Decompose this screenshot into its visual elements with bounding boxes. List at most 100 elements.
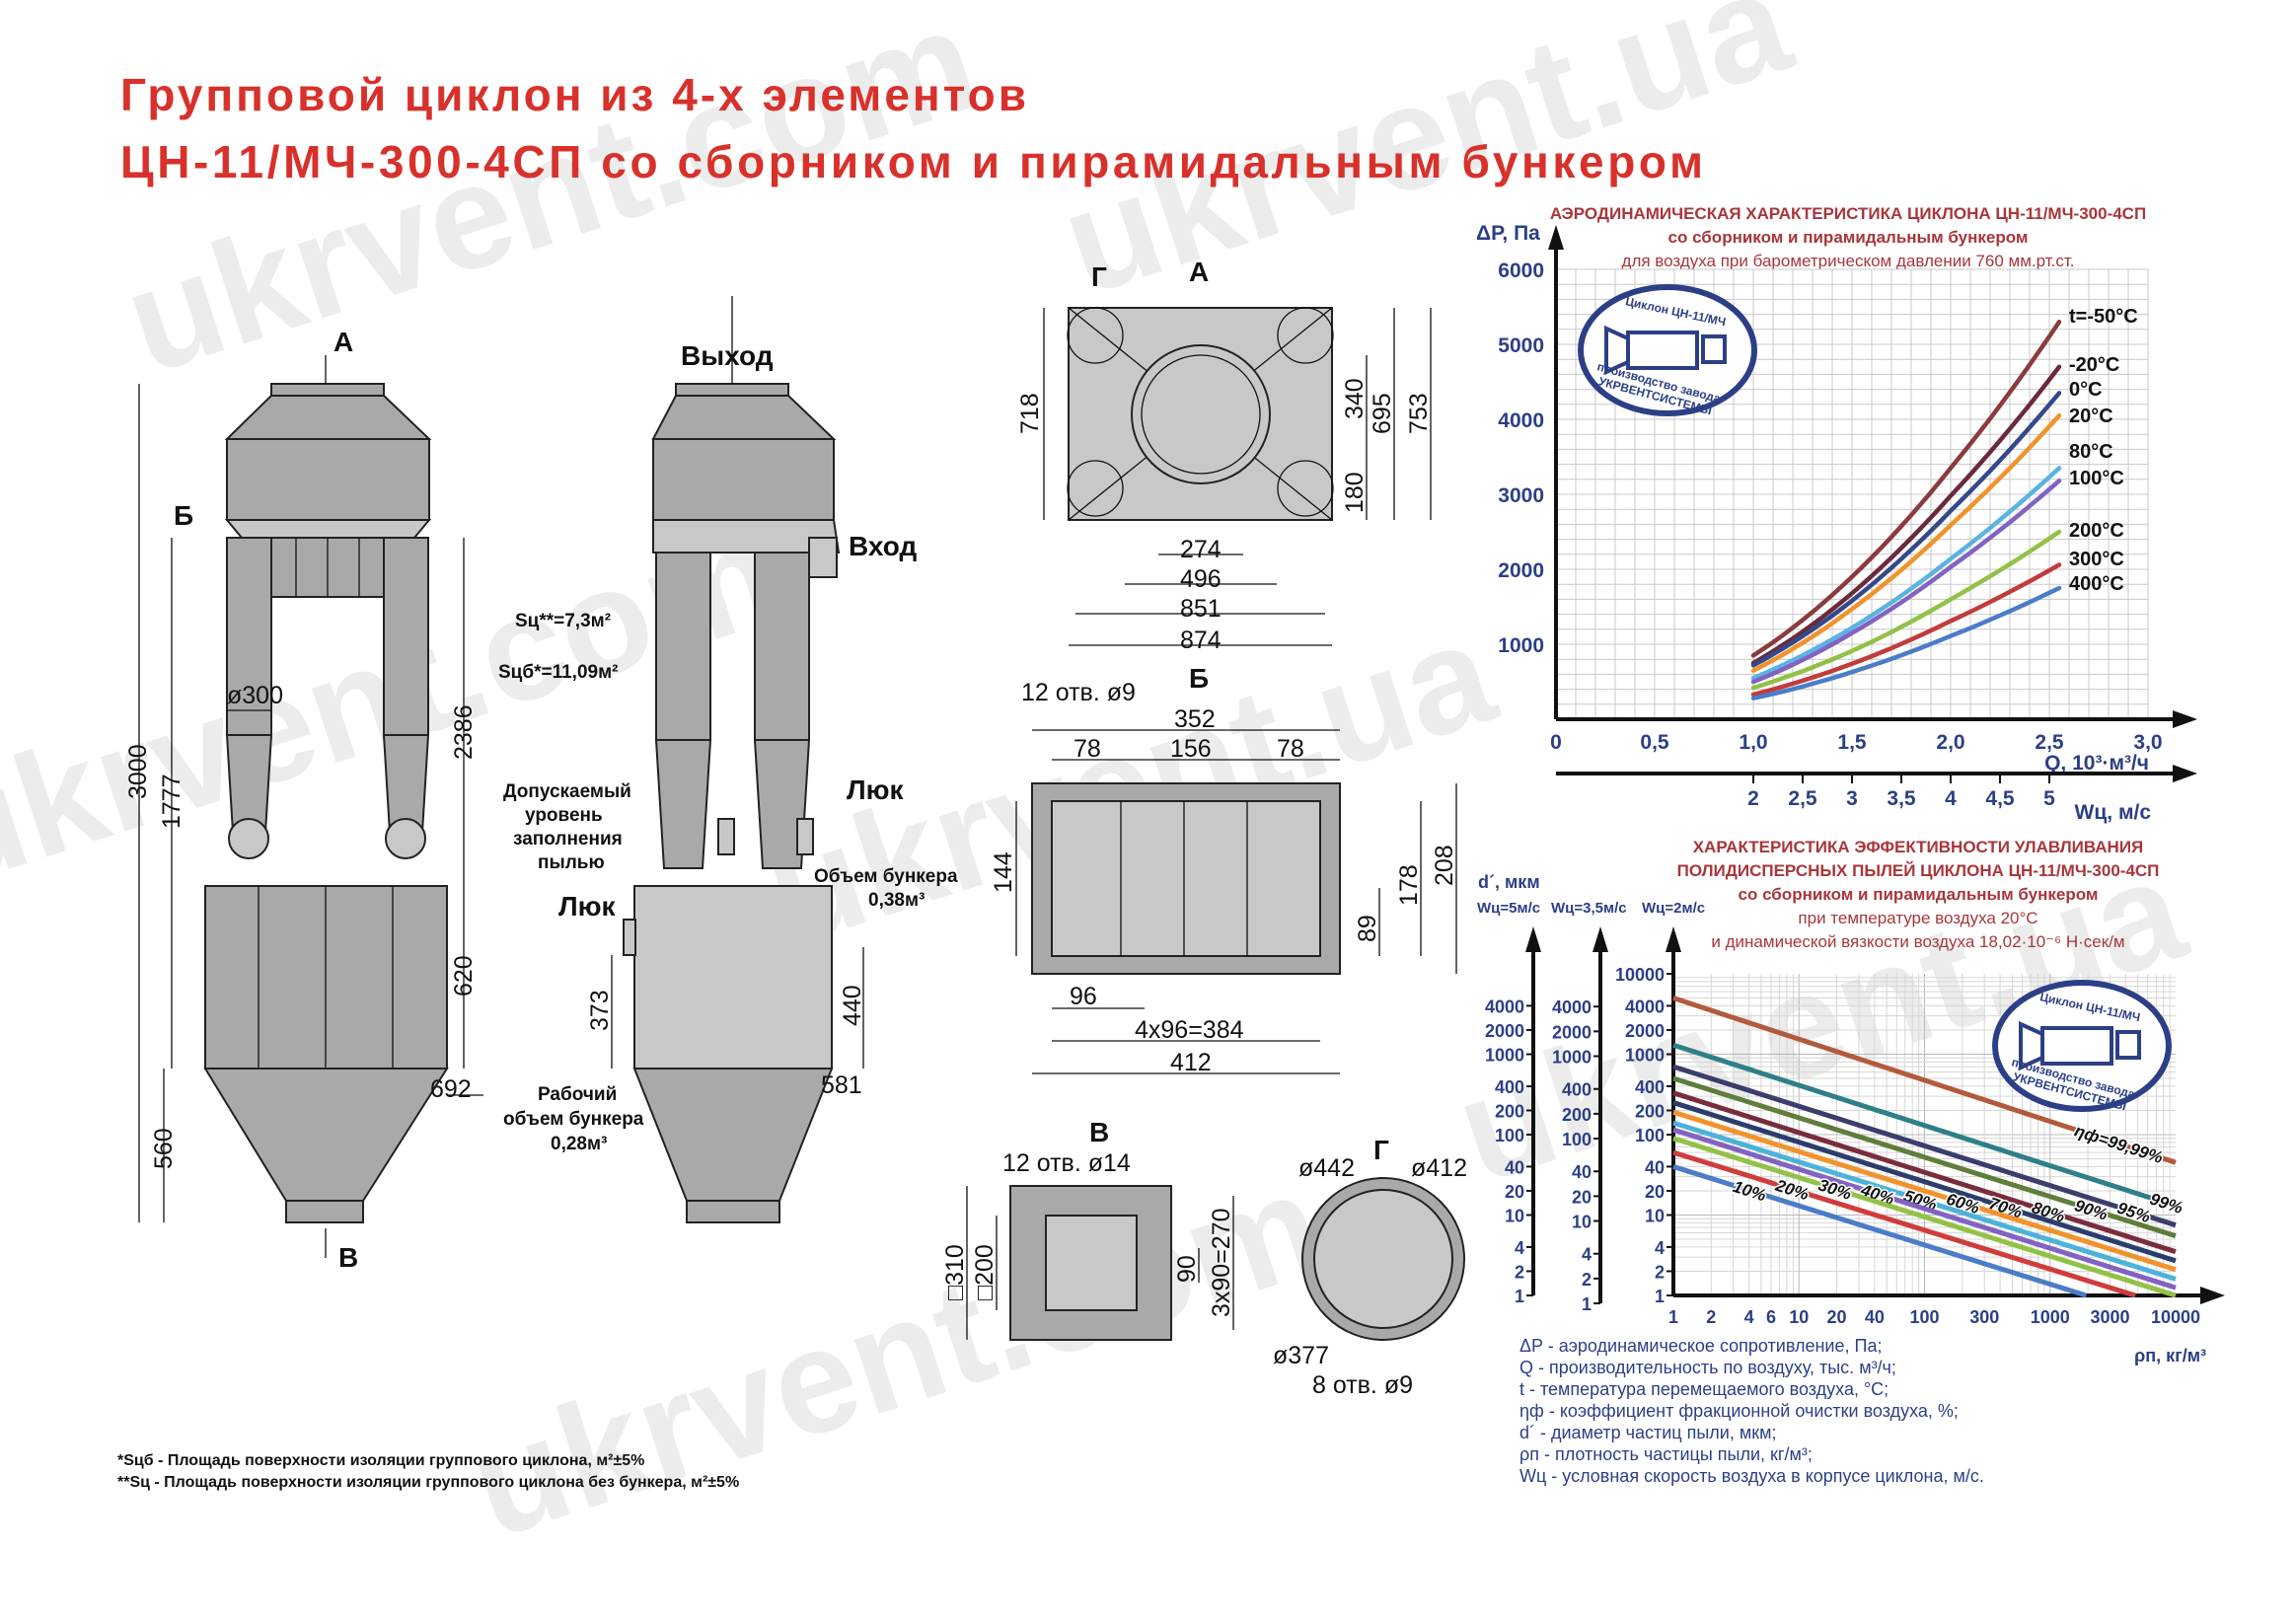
series-line [1672, 1149, 2136, 1298]
series-label: 200°C [2069, 520, 2124, 542]
axis-label-w5: Wц=5м/с [1477, 900, 1540, 917]
x-tick-label: 2,0 [1936, 731, 1964, 754]
section-label-b: Б [1189, 663, 1209, 694]
dim-180: 180 [1341, 472, 1369, 513]
series-line [1672, 1042, 2177, 1209]
x-tick-label: 2,5 [2035, 731, 2064, 754]
chart1-xlabel: Q, 10³·м³/ч [2044, 752, 2149, 775]
hatch-label-left: Люк [558, 891, 617, 922]
dim-3000: 3000 [124, 744, 152, 799]
dim-692: 692 [430, 1075, 472, 1103]
y-tick-label: 3000 [1498, 484, 1544, 507]
series-label: 20°C [2069, 406, 2113, 427]
axis-label-w2: Wц=2м/с [1642, 900, 1705, 917]
chart1-subtitle2: для воздуха при барометрическом давлении… [1622, 252, 2075, 270]
working-volume-label: Рабочий [538, 1084, 617, 1105]
x2-tick-label: 3,5 [1887, 787, 1916, 810]
dim-620: 620 [450, 955, 478, 997]
fill-level-label: пылью [538, 852, 605, 873]
y-tick-label: 10 [1505, 1207, 1524, 1226]
series-line [1672, 1164, 2088, 1298]
y-tick-label: 5000 [1498, 334, 1544, 357]
fill-level-label: уровень [525, 805, 603, 826]
y-tick-label: 1000 [1485, 1046, 1524, 1066]
dim-156: 156 [1170, 735, 1212, 763]
dim-d412: ø412 [1411, 1154, 1467, 1182]
series-label: 99% [2147, 1190, 2185, 1218]
y-tick-label: 200 [1635, 1101, 1665, 1121]
y-tick-label: 100 [1495, 1126, 1524, 1145]
y-tick-label: 4 [1515, 1238, 1524, 1258]
hatch-label-right: Люк [847, 775, 905, 805]
dim-718: 718 [1016, 393, 1044, 434]
chart1-subtitle: со сборником и пирамидальным бункером [1668, 228, 2029, 247]
y-tick-label: 2 [1655, 1262, 1665, 1282]
x-tick-label: 1,5 [1837, 731, 1867, 754]
y-tick-label: 4000 [1625, 997, 1665, 1016]
y-tick-label: 200 [1562, 1105, 1592, 1125]
dim-373: 373 [586, 990, 614, 1031]
y-tick-label: 1 [1515, 1287, 1524, 1306]
x-tick-label: 1 [1668, 1307, 1678, 1327]
dim-412: 412 [1170, 1049, 1212, 1076]
y-tick-label: 1000 [1625, 1046, 1665, 1066]
x-axis-arrow [2200, 1287, 2225, 1304]
inlet-label: Вход [849, 531, 917, 561]
title-line-2: ЦН-11/МЧ-300-4СП со сборником и пирамида… [120, 136, 1703, 187]
footnote: *Sцб - Площадь поверхности изоляции груп… [117, 1452, 644, 1469]
holes-g: 8 отв. ø9 [1312, 1371, 1413, 1399]
legend-item: Q - производительность по воздуху, тыс. … [1519, 1358, 1896, 1377]
y-tick-label: 4000 [1498, 409, 1544, 432]
series-line [1672, 1100, 2177, 1264]
x-tick-label: 0 [1550, 731, 1562, 754]
x-tick-label: 3000 [2090, 1307, 2129, 1327]
dim-310: □310 [941, 1244, 969, 1300]
x-tick-label: 6 [1766, 1307, 1776, 1327]
series-line [1750, 364, 2062, 666]
dim-3x90: 3x90=270 [1208, 1208, 1235, 1317]
view-label-b: Б [174, 500, 193, 531]
outlet-label: Выход [681, 340, 774, 371]
series-label: 300°C [2069, 549, 2124, 570]
view-label-g: Г [1091, 261, 1107, 292]
y-tick-label: 2 [1582, 1270, 1592, 1290]
chart2-subtitle2: при температуре воздуха 20°С [1798, 909, 2037, 927]
dim-178: 178 [1395, 864, 1423, 906]
y-axis-arrow [1592, 926, 1608, 952]
legend-item: t - температура перемещаемого воздуха, °… [1519, 1379, 1889, 1399]
view-label-v: В [338, 1242, 358, 1273]
x-tick-label: 2 [1706, 1307, 1716, 1327]
series-line [1750, 412, 2062, 673]
y-tick-label: 20 [1645, 1182, 1665, 1202]
dim-96: 96 [1070, 983, 1097, 1010]
y-tick-label: 2000 [1625, 1021, 1665, 1041]
series-label: 400°C [2069, 573, 2124, 595]
legend-item: d´ - диаметр частиц пыли, мкм; [1519, 1423, 1776, 1442]
y-tick-label: 2000 [1485, 1021, 1524, 1041]
chart1-title: АЭРОДИНАМИЧЕСКАЯ ХАРАКТЕРИСТИКА ЦИКЛОНА … [1550, 204, 2146, 223]
x2-tick-label: 4 [1945, 787, 1957, 810]
y-tick-label: 2000 [1498, 559, 1544, 582]
y-tick-label: 4 [1655, 1238, 1665, 1258]
x-tick-label: 1,0 [1739, 731, 1767, 754]
dim-851: 851 [1180, 595, 1222, 623]
series-line [1750, 479, 2062, 685]
x2-tick-label: 2,5 [1788, 787, 1817, 810]
dim-144: 144 [990, 851, 1017, 893]
section-label-v: В [1089, 1117, 1109, 1147]
title-line-1: Групповой циклон из 4-х элементов [120, 69, 1026, 120]
series-label: -20°C [2069, 354, 2119, 376]
watermark: ukrvent.com [452, 1140, 1340, 1569]
y-tick-label: 20 [1505, 1182, 1524, 1202]
series-line [1750, 585, 2062, 701]
x-tick-label: 300 [1969, 1307, 1999, 1327]
dim-90: 90 [1173, 1255, 1201, 1283]
stamp-outline [1992, 980, 2172, 1112]
cyclone-icon [2019, 1020, 2044, 1071]
x-axis-arrow [2173, 710, 2197, 728]
insulation-area-sc: Sц**=7,3м² [515, 611, 611, 631]
working-volume-value: 0,28м³ [551, 1134, 607, 1154]
chart2-subtitle3: и динамической вязкости воздуха 18,02·10… [1711, 932, 2124, 951]
